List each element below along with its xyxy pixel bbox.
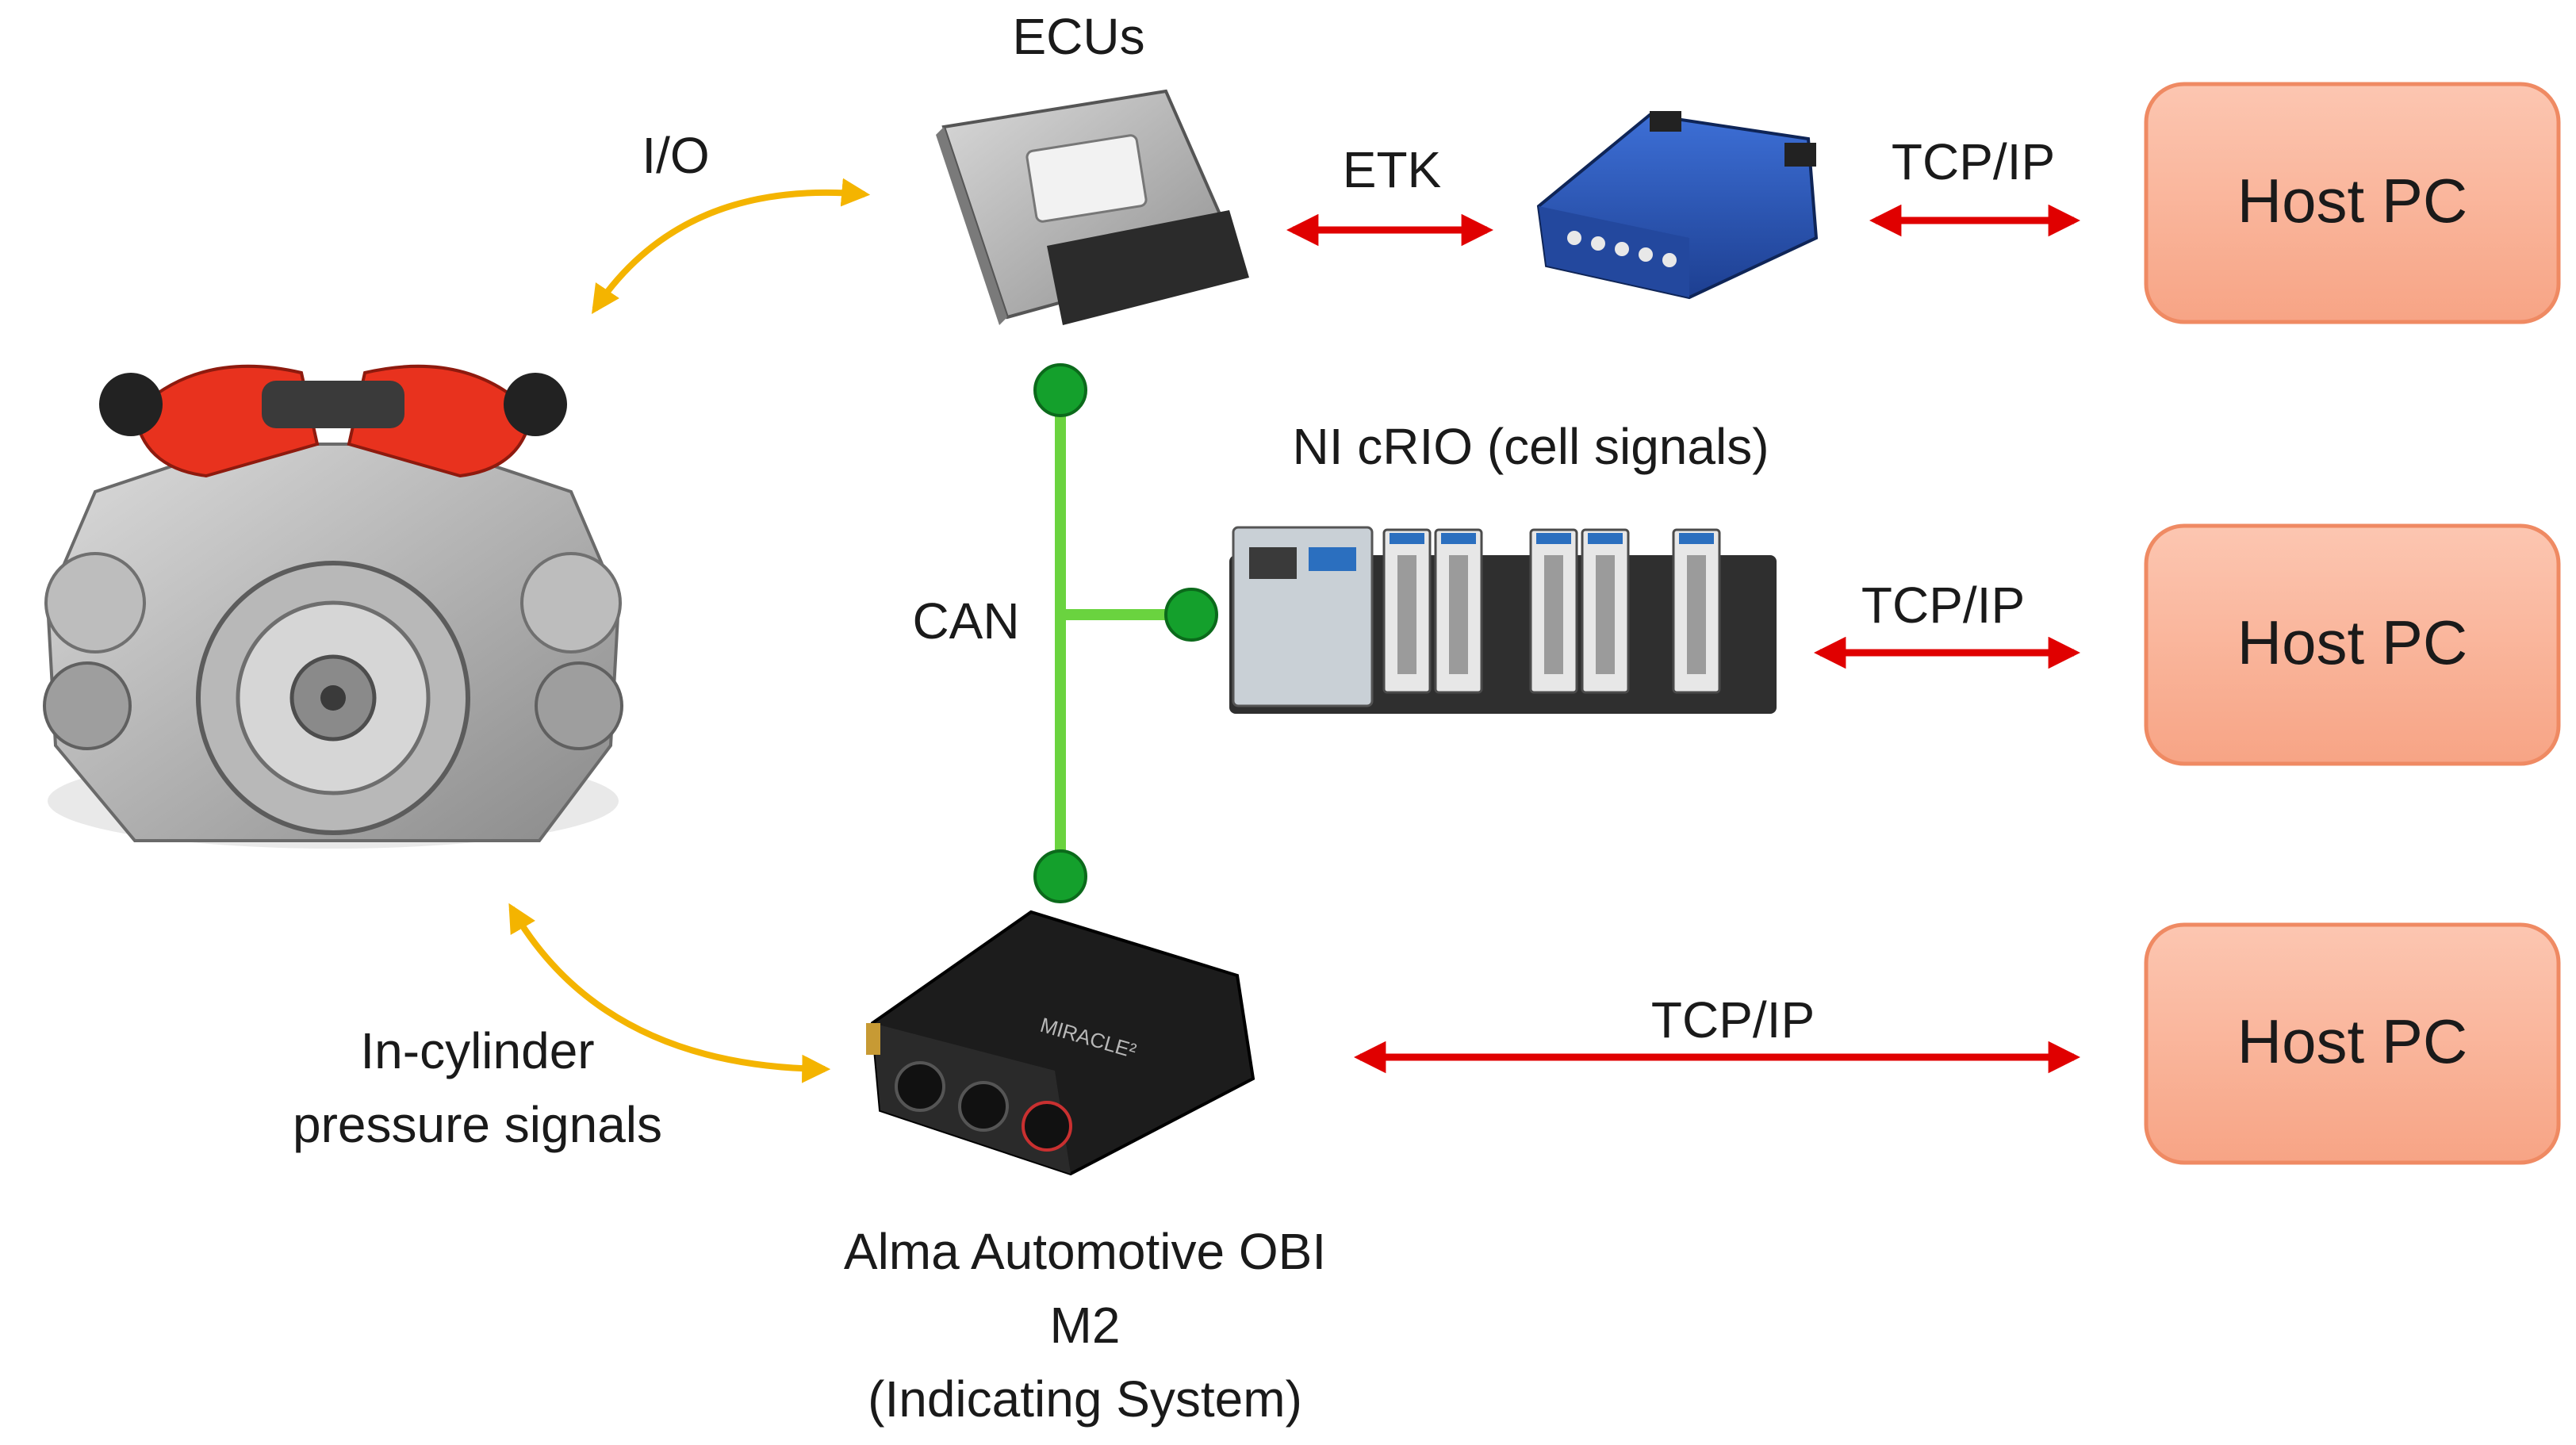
host-pc-box-1: Host PC <box>2144 82 2561 324</box>
indicating-system-image: MIRACLE² <box>866 910 1255 1176</box>
tcpip-label-1: TCP/IP <box>1892 133 2055 190</box>
tcpip-label-2: TCP/IP <box>1861 577 2025 634</box>
host-pc-label-1: Host PC <box>2237 166 2467 236</box>
can-label: CAN <box>912 592 1019 650</box>
host-pc-label-2: Host PC <box>2237 608 2467 677</box>
can-bus <box>1033 363 1218 903</box>
io-label: I/O <box>642 127 709 184</box>
host-pc-label-3: Host PC <box>2237 1006 2467 1076</box>
host-pc-box-2: Host PC <box>2144 523 2561 766</box>
can-node-crio <box>1164 588 1218 642</box>
can-node-indicating <box>1033 849 1087 903</box>
alma-label-line1: Alma Automotive OBI <box>844 1223 1326 1280</box>
alma-label-line2: M2 <box>1050 1297 1121 1354</box>
can-node-ecu <box>1033 363 1087 417</box>
io-arrow <box>592 178 871 314</box>
engine-image <box>43 364 623 849</box>
ecus-label: ECUs <box>1012 8 1144 65</box>
etk-label: ETK <box>1343 141 1441 198</box>
crio-image <box>1229 526 1777 714</box>
in-cylinder-label-line2: pressure signals <box>293 1096 662 1153</box>
tcpip-label-3: TCP/IP <box>1651 991 1815 1048</box>
ecu-image <box>936 89 1249 325</box>
in-cylinder-label-line1: In-cylinder <box>360 1022 594 1079</box>
etk-interface-image <box>1536 111 1819 300</box>
in-cylinder-arrow <box>508 903 831 1083</box>
host-pc-box-3: Host PC <box>2144 922 2561 1165</box>
alma-label-line3: (Indicating System) <box>868 1370 1302 1428</box>
crio-label: NI cRIO (cell signals) <box>1293 418 1769 475</box>
